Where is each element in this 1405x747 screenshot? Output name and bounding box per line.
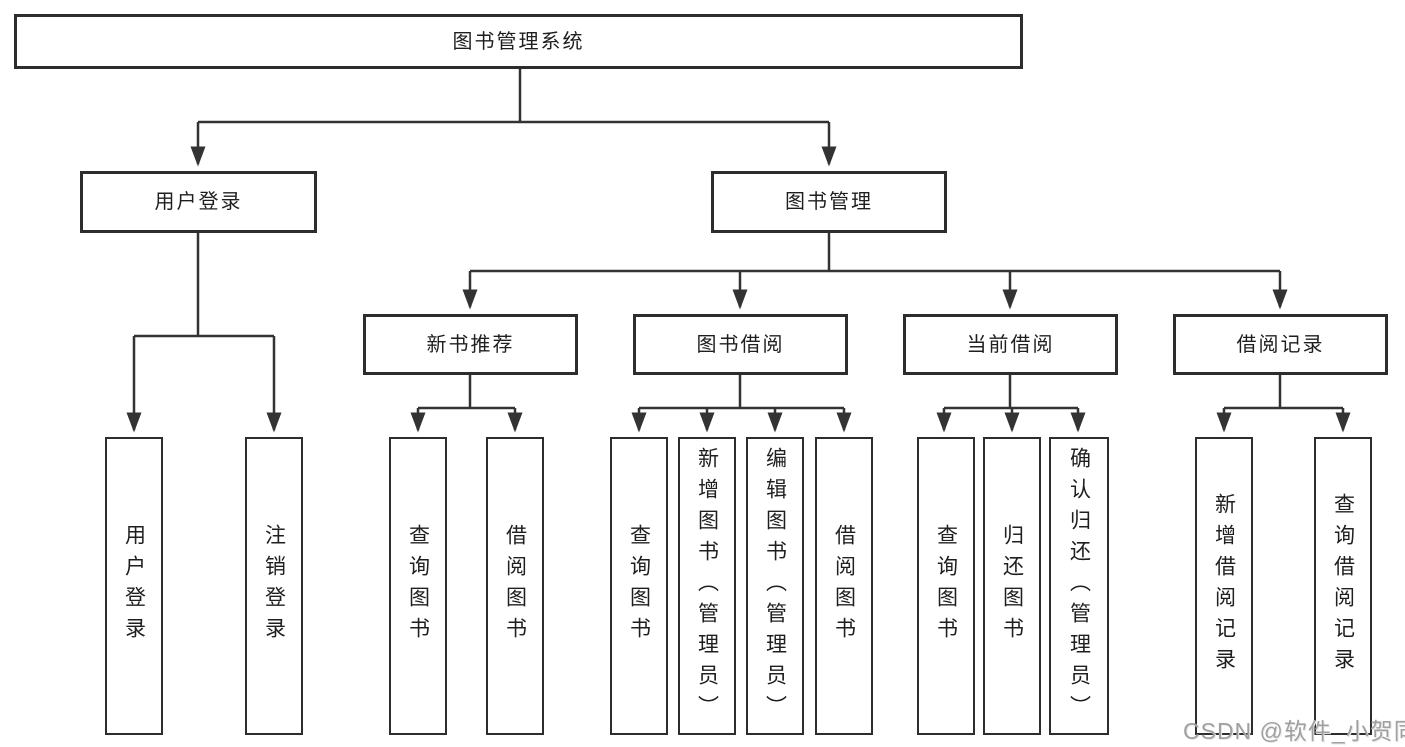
leaf-return-book-label: 归还图书 xyxy=(1000,524,1024,648)
node-current-borrow-label: 当前借阅 xyxy=(966,333,1055,356)
leaf-user-login-label: 用户登录 xyxy=(122,524,146,648)
node-root-label: 图书管理系统 xyxy=(452,30,585,53)
leaf-query-borrow-record-label: 查询借阅记录 xyxy=(1331,493,1355,679)
node-book-management: 图书管理 xyxy=(711,171,947,233)
leaf-borrow-books-recommend: 借阅图书 xyxy=(486,437,544,735)
leaf-query-books-current: 查询图书 xyxy=(917,437,975,735)
leaf-edit-book-admin-label: 编辑图书（管理员） xyxy=(763,446,787,726)
node-new-book-recommend: 新书推荐 xyxy=(363,314,578,375)
node-book-management-label: 图书管理 xyxy=(785,191,873,213)
leaf-borrow-books-label: 借阅图书 xyxy=(832,524,856,648)
node-user-login-label: 用户登录 xyxy=(154,191,243,213)
leaf-query-books-recommend-label: 查询图书 xyxy=(406,524,430,648)
leaf-logout-label: 注销登录 xyxy=(262,524,286,648)
leaf-borrow-books-recommend-label: 借阅图书 xyxy=(503,524,527,648)
leaf-borrow-books: 借阅图书 xyxy=(815,437,873,735)
leaf-user-login: 用户登录 xyxy=(105,437,163,735)
leaf-logout: 注销登录 xyxy=(245,437,303,735)
leaf-query-books-borrow: 查询图书 xyxy=(610,437,668,735)
leaf-query-borrow-record: 查询借阅记录 xyxy=(1314,437,1372,735)
leaf-add-book-admin-label: 新增图书（管理员） xyxy=(695,446,719,726)
leaf-confirm-return-admin: 确认归还（管理员） xyxy=(1049,437,1109,735)
node-book-borrow: 图书借阅 xyxy=(633,314,848,375)
leaf-edit-book-admin: 编辑图书（管理员） xyxy=(746,437,804,735)
csdn-watermark: CSDN @软件_小贺同学 xyxy=(1183,718,1405,744)
node-borrow-records-label: 借阅记录 xyxy=(1236,333,1325,356)
leaf-confirm-return-admin-label: 确认归还（管理员） xyxy=(1067,446,1091,726)
node-root: 图书管理系统 xyxy=(14,14,1023,69)
leaf-return-book: 归还图书 xyxy=(983,437,1041,735)
leaf-add-borrow-record-label: 新增借阅记录 xyxy=(1212,493,1236,679)
node-book-borrow-label: 图书借阅 xyxy=(696,333,785,356)
leaf-add-borrow-record: 新增借阅记录 xyxy=(1195,437,1253,735)
node-current-borrow: 当前借阅 xyxy=(903,314,1118,375)
node-user-login: 用户登录 xyxy=(80,171,317,233)
node-new-book-recommend-label: 新书推荐 xyxy=(426,333,515,356)
leaf-add-book-admin: 新增图书（管理员） xyxy=(678,437,736,735)
leaf-query-books-current-label: 查询图书 xyxy=(934,524,958,648)
leaf-query-books-borrow-label: 查询图书 xyxy=(627,524,651,648)
leaf-query-books-recommend: 查询图书 xyxy=(389,437,447,735)
node-borrow-records: 借阅记录 xyxy=(1173,314,1388,375)
